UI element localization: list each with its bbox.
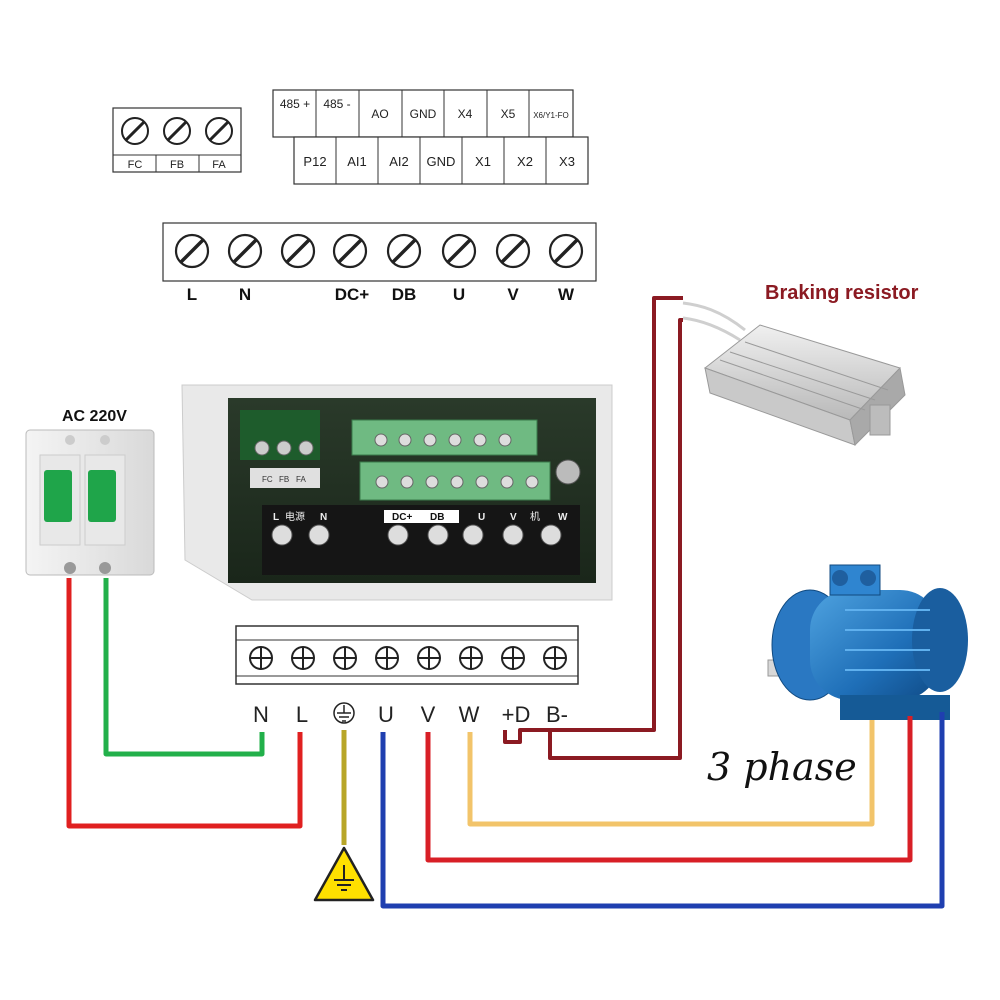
w-phase-wire — [467, 720, 875, 827]
power-label-n: N — [239, 285, 251, 304]
screw-icon — [333, 646, 357, 670]
control-terminal-block: 485 + 485 - AO GND X4 X5 X6/Y1-FO P12 AI… — [272, 89, 589, 185]
ctrl-label-x6: X6/Y1-FO — [533, 111, 569, 120]
power-label-db: DB — [392, 285, 417, 304]
relay-label-fa: FA — [212, 159, 226, 171]
screw-icon — [417, 646, 441, 670]
screw-icon — [441, 233, 477, 269]
ctrl-label-ai1: AI1 — [347, 154, 367, 169]
relay-label-fb: FB — [170, 159, 184, 171]
braking-resistor-label: Braking resistor — [765, 282, 919, 304]
live-wire — [66, 578, 303, 829]
screw-icon — [249, 646, 273, 670]
ctrl-label-485b: 485 - — [323, 97, 350, 111]
strip-label-l: L — [296, 702, 308, 727]
pcb-label-fc: FC — [262, 475, 273, 484]
relay-label-fc: FC — [128, 159, 143, 171]
power-label-u: U — [453, 285, 465, 304]
screw-icon — [548, 233, 584, 269]
braking-resistor-image — [682, 301, 906, 447]
earth-warning-icon — [313, 846, 375, 902]
power-label-v: V — [507, 285, 519, 304]
screw-icon — [375, 646, 399, 670]
pcb-label-u: U — [478, 512, 485, 523]
motor-image — [767, 564, 968, 720]
pcb-label-n: N — [320, 512, 327, 523]
pcb-label-v: V — [510, 512, 517, 523]
screw-icon — [163, 117, 191, 145]
strip-label-w: W — [459, 702, 480, 727]
ctrl-label-x1: X1 — [475, 154, 491, 169]
neutral-wire — [103, 578, 265, 757]
ground-symbol-icon — [333, 702, 355, 724]
ctrl-label-485a: 485 + — [280, 97, 310, 111]
pcb-label-db: DB — [430, 512, 444, 523]
v-phase-wire — [425, 716, 913, 863]
screw-icon — [332, 233, 368, 269]
power-label-w: W — [558, 285, 575, 304]
ctrl-label-gnd-top: GND — [410, 107, 437, 121]
screw-icon — [174, 233, 210, 269]
screw-icon — [386, 233, 422, 269]
ctrl-label-ao: AO — [371, 107, 388, 121]
screw-icon — [495, 233, 531, 269]
strip-label-n: N — [253, 702, 269, 727]
ctrl-label-x4: X4 — [458, 107, 473, 121]
strip-label-v: V — [421, 702, 436, 727]
strip-label-b-minus: B- — [546, 702, 568, 727]
pcb-label-w: W — [558, 512, 568, 523]
screw-icon — [543, 646, 567, 670]
screw-icon — [459, 646, 483, 670]
ctrl-label-x3: X3 — [559, 154, 575, 169]
power-terminal-block: L N DC+ DB U V W — [162, 222, 597, 304]
pcb-label-fb: FB — [279, 475, 289, 484]
pcb-label-dc: DC+ — [392, 512, 412, 523]
ctrl-label-x2: X2 — [517, 154, 533, 169]
ctrl-label-ai2: AI2 — [389, 154, 409, 169]
screw-icon — [291, 646, 315, 670]
ctrl-label-p12: P12 — [303, 154, 326, 169]
motor-phase-label: 3 phase — [707, 745, 857, 789]
pcb-label-motor: 机 — [530, 510, 540, 523]
pcb-label-source: 电源 — [285, 510, 305, 523]
braking-wire-minus — [548, 318, 683, 760]
strip-label-u: U — [378, 702, 394, 727]
circuit-breaker-image — [25, 429, 155, 576]
breaker-label: AC 220V — [62, 408, 127, 425]
wires — [66, 296, 945, 909]
ctrl-label-x5: X5 — [501, 107, 516, 121]
power-label-l: L — [187, 285, 197, 304]
strip-label-plus-d: +D — [502, 702, 531, 727]
braking-wire-plus — [503, 296, 683, 744]
pcb-label-fa: FA — [296, 475, 306, 484]
screw-icon — [501, 646, 525, 670]
screw-icon — [205, 117, 233, 145]
screw-icon — [227, 233, 263, 269]
ctrl-label-gnd-bottom: GND — [427, 154, 456, 169]
power-label-dc: DC+ — [335, 285, 370, 304]
pcb-label-l: L — [273, 512, 279, 523]
relay-terminal-block: FC FB FA — [112, 107, 242, 173]
u-phase-wire — [380, 712, 945, 909]
screw-icon — [121, 117, 149, 145]
inverter-board-image: FC FB FA L 电源 N DC+ DB U V 机 W — [181, 384, 613, 601]
screw-icon — [280, 233, 316, 269]
terminal-strip: N L U V W +D B- — [235, 625, 579, 727]
